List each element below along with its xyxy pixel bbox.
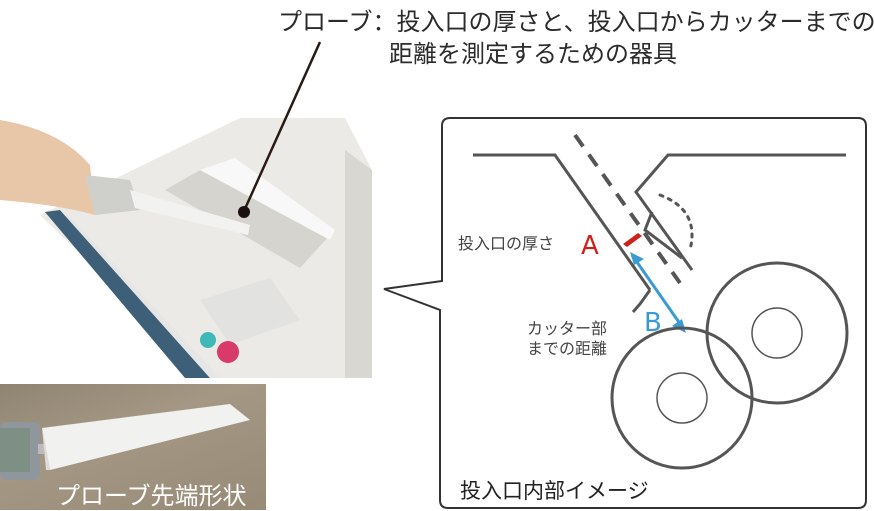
caption-line-2: 距離を測定するための器具	[389, 40, 677, 68]
pointer-line	[242, 41, 322, 212]
label-b-letter: B	[644, 308, 662, 338]
probe-path-dashed	[573, 133, 682, 285]
label-a-text: 投入口の厚さ	[458, 234, 554, 253]
probe-tip-label: プローブ先端形状	[56, 482, 247, 510]
callout-frame	[383, 117, 867, 509]
label-b-text-1: カッター部	[527, 319, 607, 338]
caption-line-1: プローブ：投入口の厚さと、投入口からカッターまでの	[278, 8, 874, 36]
probe-caption: プローブ：投入口の厚さと、投入口からカッターまでの 距離を測定するための器具	[278, 6, 874, 70]
slot-right-wall	[634, 153, 846, 271]
label-a-letter: A	[581, 231, 599, 261]
diagram-title: 投入口内部イメージ	[460, 479, 649, 503]
pointer-dot	[238, 206, 250, 218]
label-b-text-2: までの距離	[527, 339, 607, 358]
cutter-roller-right	[705, 261, 849, 405]
slot-left-wall	[473, 153, 652, 291]
thickness-marker-a	[623, 233, 642, 247]
distance-arrow-b	[630, 254, 685, 329]
probe-tip-photo	[0, 384, 266, 510]
shredder-photo	[0, 110, 372, 378]
